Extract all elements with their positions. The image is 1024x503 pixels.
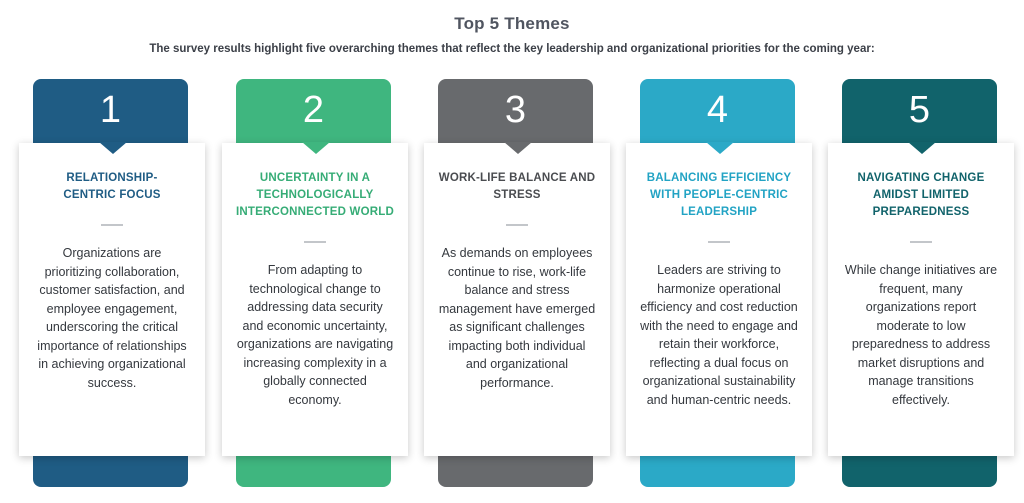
theme-body-1: Organizations are prioritizing collabora… <box>37 246 187 390</box>
theme-body-2: From adapting to technological change to… <box>236 263 394 407</box>
theme-notch-2 <box>302 142 330 154</box>
theme-body-4: Leaders are striving to harmonize operat… <box>640 263 798 407</box>
theme-card-1: RELATIONSHIP- CENTRIC FOCUS Organization… <box>19 142 205 456</box>
theme-column-1: 1 RELATIONSHIP- CENTRIC FOCUS Organizati… <box>19 79 209 487</box>
theme-notch-5 <box>908 142 936 154</box>
theme-divider-3 <box>506 224 528 226</box>
theme-divider-1 <box>101 224 123 226</box>
theme-column-5: 5 NAVIGATING CHANGE AMIDST LIMITED PREPA… <box>828 79 1018 487</box>
theme-number-1: 1 <box>99 89 122 131</box>
theme-heading-1: RELATIONSHIP- CENTRIC FOCUS <box>63 172 161 201</box>
theme-card-4: BALANCING EFFICIENCY WITH PEOPLE-CENTRIC… <box>626 142 812 456</box>
theme-card-2: UNCERTAINTY IN A TECHNOLOGICALLY INTERCO… <box>222 142 408 456</box>
theme-divider-4 <box>708 241 730 243</box>
theme-heading-2: UNCERTAINTY IN A TECHNOLOGICALLY INTERCO… <box>236 172 394 218</box>
theme-number-3: 3 <box>504 89 527 131</box>
theme-number-2: 2 <box>302 89 325 131</box>
page-title: Top 5 Themes <box>454 14 570 33</box>
theme-divider-2 <box>304 241 326 243</box>
theme-card-5: NAVIGATING CHANGE AMIDST LIMITED PREPARE… <box>828 142 1014 456</box>
theme-column-2: 2 UNCERTAINTY IN A TECHNOLOGICALLY INTER… <box>222 79 412 487</box>
theme-body-5: While change initiatives are frequent, m… <box>844 263 998 407</box>
page-subtitle: The survey results highlight five overar… <box>149 43 875 55</box>
theme-notch-1 <box>99 142 127 154</box>
theme-number-4: 4 <box>706 89 729 131</box>
theme-notch-4 <box>706 142 734 154</box>
theme-heading-4: BALANCING EFFICIENCY WITH PEOPLE-CENTRIC… <box>646 172 792 218</box>
theme-heading-5: NAVIGATING CHANGE AMIDST LIMITED PREPARE… <box>857 172 985 218</box>
theme-divider-5 <box>910 241 932 243</box>
theme-column-4: 4 BALANCING EFFICIENCY WITH PEOPLE-CENTR… <box>626 79 816 487</box>
theme-heading-3: WORK-LIFE BALANCE AND STRESS <box>438 172 596 201</box>
theme-card-3: WORK-LIFE BALANCE AND STRESS As demands … <box>424 142 610 456</box>
theme-number-5: 5 <box>908 89 931 131</box>
theme-body-3: As demands on employees continue to rise… <box>438 246 596 390</box>
theme-notch-3 <box>504 142 532 154</box>
theme-column-3: 3 WORK-LIFE BALANCE AND STRESS As demand… <box>424 79 614 487</box>
